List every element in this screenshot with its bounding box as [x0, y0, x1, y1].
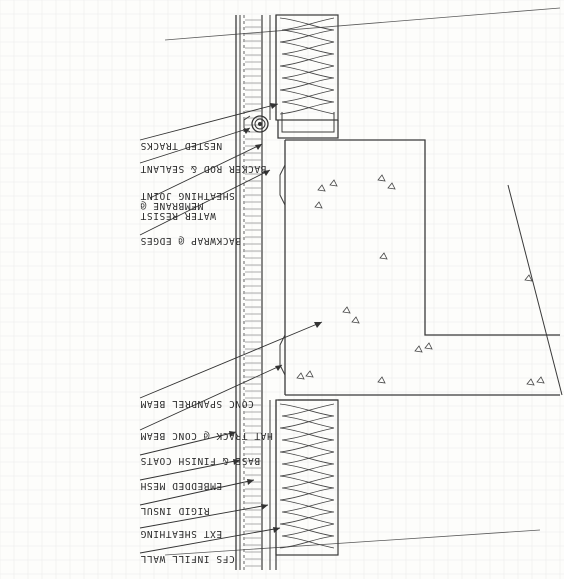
leader-lines: [139, 103, 323, 554]
slab-edge-line: [507, 184, 563, 396]
label-water-resist-1: WATER RESIST: [140, 210, 216, 221]
cfs-stud-lower: [275, 399, 339, 556]
label-base-finish: BASE & FINISH COATS: [140, 455, 260, 466]
label-backer-rod: BACKER ROD & SEALANT: [140, 163, 266, 174]
concrete-beam: [279, 139, 560, 396]
label-hat-track: HAT TRACK @ CONC BEAM: [140, 430, 273, 441]
batt-insulation: [279, 17, 335, 549]
label-water-resist-3: SHEATHING JOINT: [140, 190, 235, 201]
label-rigid-insul: RIGID INSUL: [140, 505, 210, 516]
label-mesh: EMBEDDED MESH: [140, 480, 222, 491]
label-water-resist-2: MEMBRANE @: [140, 200, 203, 211]
label-conc-beam: CONC SPANDREL BEAM: [140, 398, 254, 409]
leader-arrowheads: [229, 103, 322, 533]
labels: NESTED TRACKS BACKER ROD & SEALANT SHEAT…: [140, 140, 273, 564]
label-cfs-wall: CFS INFILL WALL: [140, 553, 235, 564]
label-ext-sheathing: EXT SHEATHING: [140, 528, 222, 539]
label-nested-tracks: NESTED TRACKS: [140, 140, 222, 151]
concrete-aggregate: [296, 174, 545, 386]
background-line: [164, 7, 561, 41]
backer-rod: [243, 115, 269, 133]
background-line: [164, 529, 541, 556]
cfs-stud-upper: [275, 14, 339, 139]
rigid-insulation-hatch: [245, 19, 261, 567]
label-backwrap: BACKWRAP @ EDGES: [140, 235, 241, 246]
